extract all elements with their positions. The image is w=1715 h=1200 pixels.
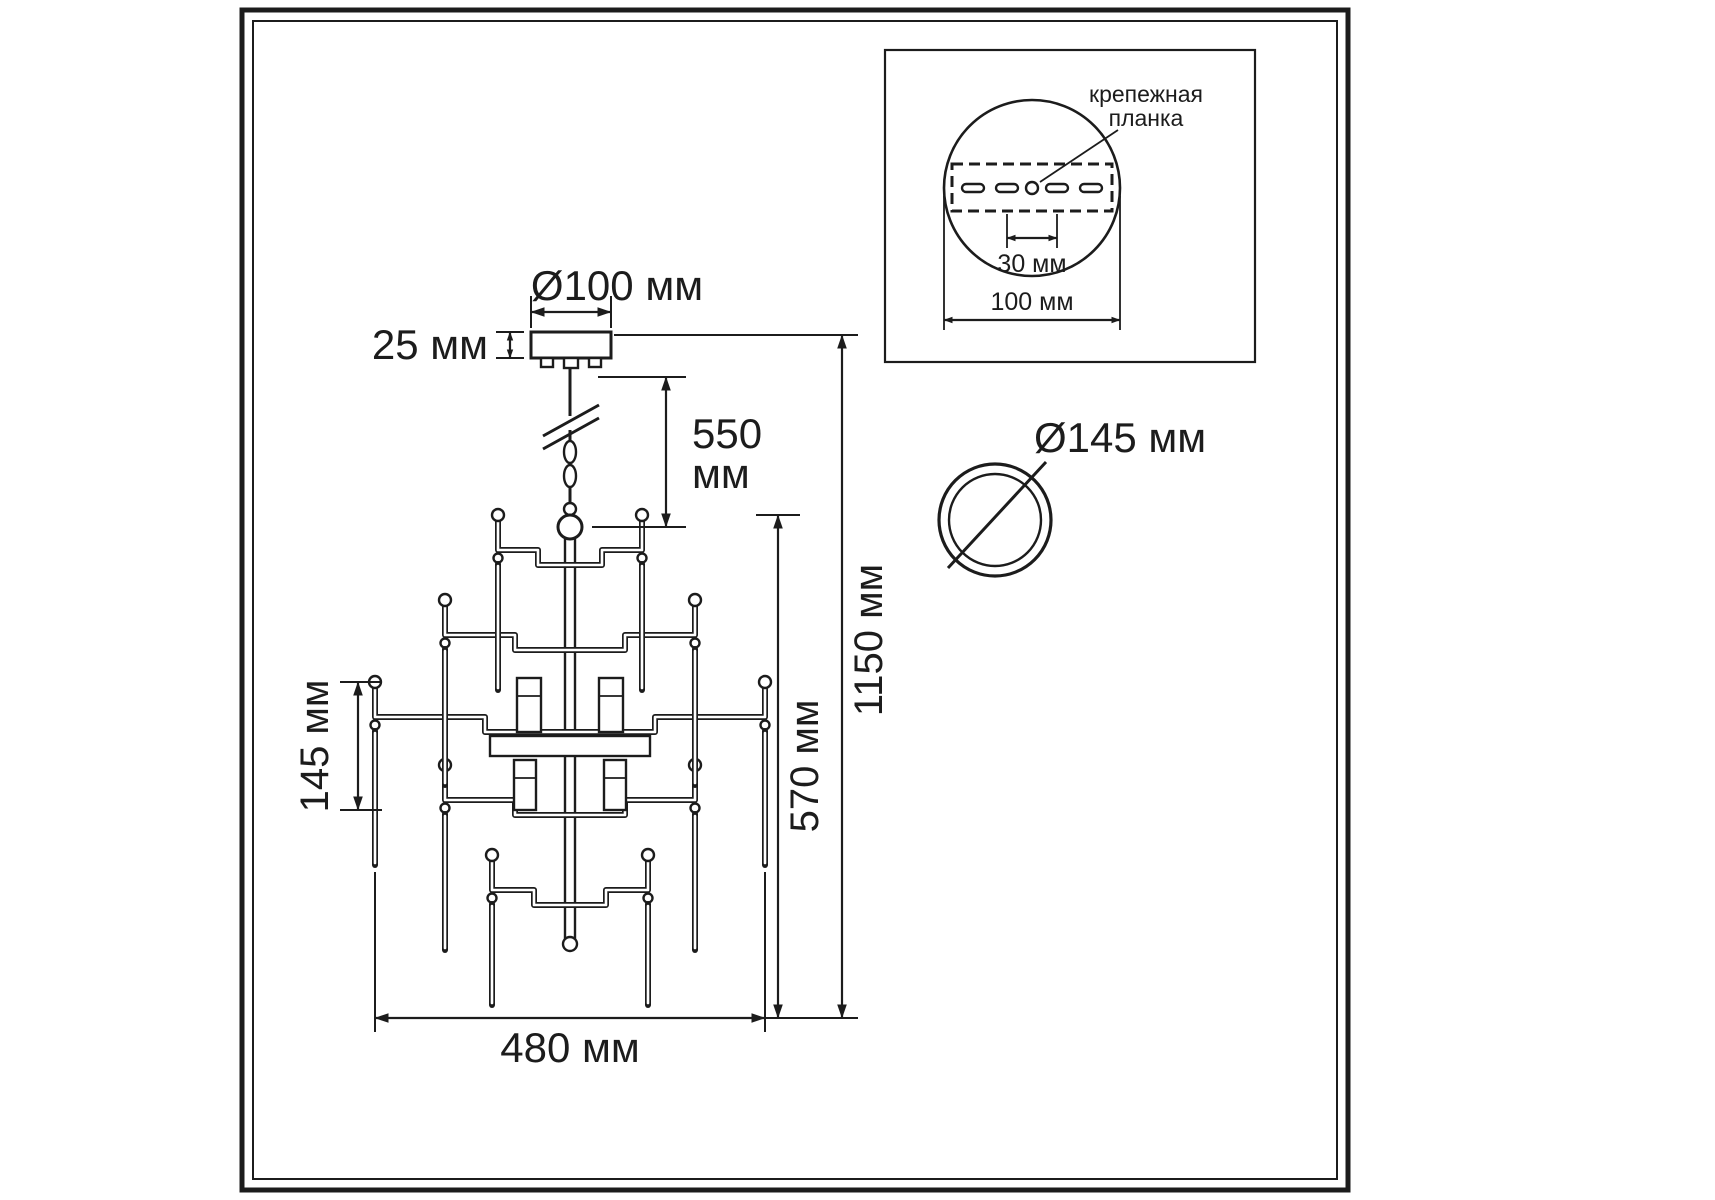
tier-arm-core <box>443 768 697 817</box>
pendant-rod <box>689 802 701 953</box>
canopy-height-label: 25 мм <box>372 321 488 368</box>
tier-5-arms <box>484 847 656 908</box>
cup-diameter-line <box>946 460 1048 570</box>
outer-frame <box>239 7 1351 1193</box>
candle-socket <box>515 676 543 734</box>
tier-height-label: 145 мм <box>293 680 337 813</box>
inset-frame <box>883 48 1257 364</box>
chain-link <box>562 439 578 465</box>
ceiling-canopy <box>529 330 613 370</box>
canopy-hook <box>562 356 580 370</box>
pendant-rod <box>439 802 451 953</box>
dim-chain-length: 550 мм <box>592 376 762 528</box>
plate-slot <box>960 182 986 194</box>
ceiling-circle <box>942 98 1122 278</box>
tier-arm-core <box>490 858 650 907</box>
plate-center-hole <box>1024 180 1040 196</box>
total-height-label: 1150 мм <box>847 564 891 716</box>
arm-tip-curl <box>687 592 703 608</box>
pendant-rod <box>689 637 701 788</box>
mounting-detail-inset: крепежная планка 30 мм 100 мм <box>883 48 1257 364</box>
cup-inner-circle <box>947 472 1043 568</box>
body-width-label: 480 мм <box>500 1024 640 1071</box>
pendant-rod <box>486 892 498 1008</box>
dim-plate-width: 100 мм <box>943 196 1121 330</box>
canopy-nub <box>539 356 555 369</box>
candle-cluster <box>488 676 652 812</box>
tier-arm-core <box>443 603 697 652</box>
candle-socket <box>597 676 625 734</box>
arm-tip-curl <box>634 507 650 523</box>
tier-arm-core <box>496 518 644 567</box>
suspension-chain <box>542 368 600 504</box>
dim-canopy-height: 25 мм <box>372 321 524 368</box>
dim-hole-spacing: 30 мм <box>997 214 1067 278</box>
pendant-rod <box>369 719 381 868</box>
bottom-finial <box>561 935 579 953</box>
plate-width-label: 100 мм <box>990 288 1073 316</box>
dim-canopy-diameter: Ø100 мм <box>530 262 703 328</box>
pendant-rod <box>759 719 771 868</box>
candle-socket <box>512 758 538 812</box>
pendant-rod <box>439 637 451 788</box>
suspension-loop <box>562 501 578 517</box>
break-symbol <box>542 416 600 451</box>
pendant-rod <box>642 892 654 1008</box>
dim-body-height: 570 мм <box>756 514 827 1019</box>
chain-length-value: 550 <box>692 410 762 457</box>
break-symbol <box>542 403 600 438</box>
arm-tip-curl <box>484 847 500 863</box>
ceiling-cup-view: Ø145 мм <box>937 414 1206 578</box>
chain-length-unit: мм <box>692 450 750 497</box>
center-hub-plate <box>488 734 652 758</box>
mounting-plate-callout-line1: крепежная <box>1089 81 1203 107</box>
canopy-body <box>529 330 613 360</box>
pendant-rod <box>636 552 648 693</box>
candle-socket <box>602 758 628 812</box>
dim-tier-height: 145 мм <box>293 680 382 813</box>
plate-slot <box>1044 182 1070 194</box>
pendant-rod <box>492 552 504 693</box>
tier-1-arms <box>490 507 650 568</box>
suspension-ball <box>556 513 584 541</box>
arm-tip-curl <box>640 847 656 863</box>
inner-frame <box>252 20 1338 1180</box>
arm-tip-curl <box>757 674 773 690</box>
mounting-plate-callout-line2: планка <box>1109 105 1184 131</box>
arm-tip-curl <box>490 507 506 523</box>
dim-body-width: 480 мм <box>374 872 858 1071</box>
canopy-nub <box>587 356 603 369</box>
hole-spacing-label: 30 мм <box>997 250 1066 278</box>
tier-arm-core <box>373 685 767 734</box>
chain-link <box>562 463 578 489</box>
arm-tip-curl <box>437 592 453 608</box>
canopy-diameter-label: Ø100 мм <box>531 262 703 309</box>
body-height-label: 570 мм <box>783 700 827 833</box>
callout-leader-line <box>1039 129 1119 183</box>
cup-outer-circle <box>937 462 1053 578</box>
tier-2-arms <box>437 592 703 653</box>
chandelier-front-view <box>367 330 773 1008</box>
cup-diameter-label: Ø145 мм <box>1034 414 1206 461</box>
plate-slot <box>994 182 1020 194</box>
dim-total-height: 1150 мм <box>614 334 891 1019</box>
plate-slot <box>1078 182 1104 194</box>
